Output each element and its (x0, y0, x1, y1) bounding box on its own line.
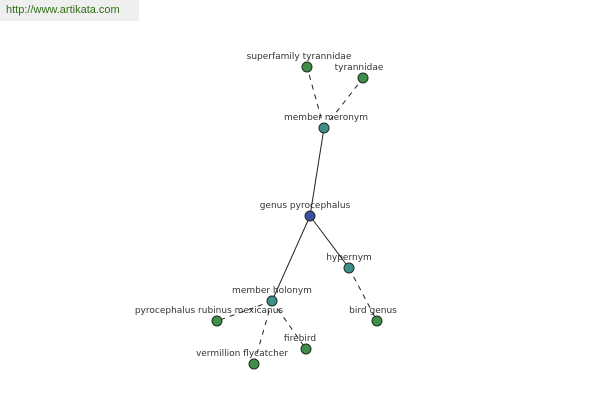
edge-member-meronym-to-superfamily-tyrannidae (306, 66, 325, 129)
node-bird-genus[interactable]: bird genus (349, 306, 397, 327)
graph-edges (216, 66, 378, 365)
node-label-tyrannidae: tyrannidae (335, 63, 384, 73)
node-label-pyrocephalus-rubinus-mexicanus: pyrocephalus rubinus mexicanus (135, 306, 284, 316)
artikata-link[interactable]: http://www.artikata.com (0, 0, 139, 21)
node-label-hypernym: hypernym (326, 253, 372, 263)
node-label-member-meronym: member meronym (284, 113, 368, 123)
node-genus-pyrocephalus[interactable]: genus pyrocephalus (260, 201, 351, 222)
node-superfamily-tyrannidae[interactable]: superfamily tyrannidae (247, 52, 352, 73)
node-marker-bird-genus[interactable] (371, 315, 383, 327)
node-marker-superfamily-tyrannidae[interactable] (301, 61, 313, 73)
node-marker-firebird[interactable] (300, 343, 312, 355)
node-marker-member-holonym[interactable] (266, 295, 278, 307)
node-label-member-holonym: member holonym (232, 286, 312, 296)
node-vermillion-flycatcher[interactable]: vermillion flycatcher (196, 349, 288, 370)
node-member-holonym[interactable]: member holonym (232, 286, 312, 307)
node-marker-genus-pyrocephalus[interactable] (304, 210, 316, 222)
node-marker-tyrannidae[interactable] (357, 72, 369, 84)
node-label-vermillion-flycatcher: vermillion flycatcher (196, 349, 288, 359)
edge-member-meronym-to-tyrannidae (323, 77, 364, 129)
edge-genus-pyrocephalus-to-member-meronym (309, 127, 325, 217)
graph-nodes: genus pyrocephalus member meronym superfam… (135, 52, 397, 370)
node-pyrocephalus-rubinus-mexicanus[interactable]: pyrocephalus rubinus mexicanus (135, 306, 284, 327)
node-marker-hypernym[interactable] (343, 262, 355, 274)
node-tyrannidae[interactable]: tyrannidae (335, 63, 384, 84)
node-label-bird-genus: bird genus (349, 306, 397, 316)
node-firebird[interactable]: firebird (284, 334, 316, 355)
node-label-superfamily-tyrannidae: superfamily tyrannidae (247, 52, 352, 62)
node-label-genus-pyrocephalus: genus pyrocephalus (260, 201, 351, 211)
node-marker-vermillion-flycatcher[interactable] (248, 358, 260, 370)
edge-member-holonym-to-vermillion-flycatcher (253, 300, 273, 365)
node-label-firebird: firebird (284, 334, 316, 344)
node-marker-pyrocephalus-rubinus-mexicanus[interactable] (211, 315, 223, 327)
edge-genus-pyrocephalus-to-member-holonym (271, 215, 311, 302)
node-hypernym[interactable]: hypernym (326, 253, 372, 274)
node-member-meronym[interactable]: member meronym (284, 113, 368, 134)
node-marker-member-meronym[interactable] (318, 122, 330, 134)
edge-genus-pyrocephalus-to-hypernym (309, 215, 350, 269)
